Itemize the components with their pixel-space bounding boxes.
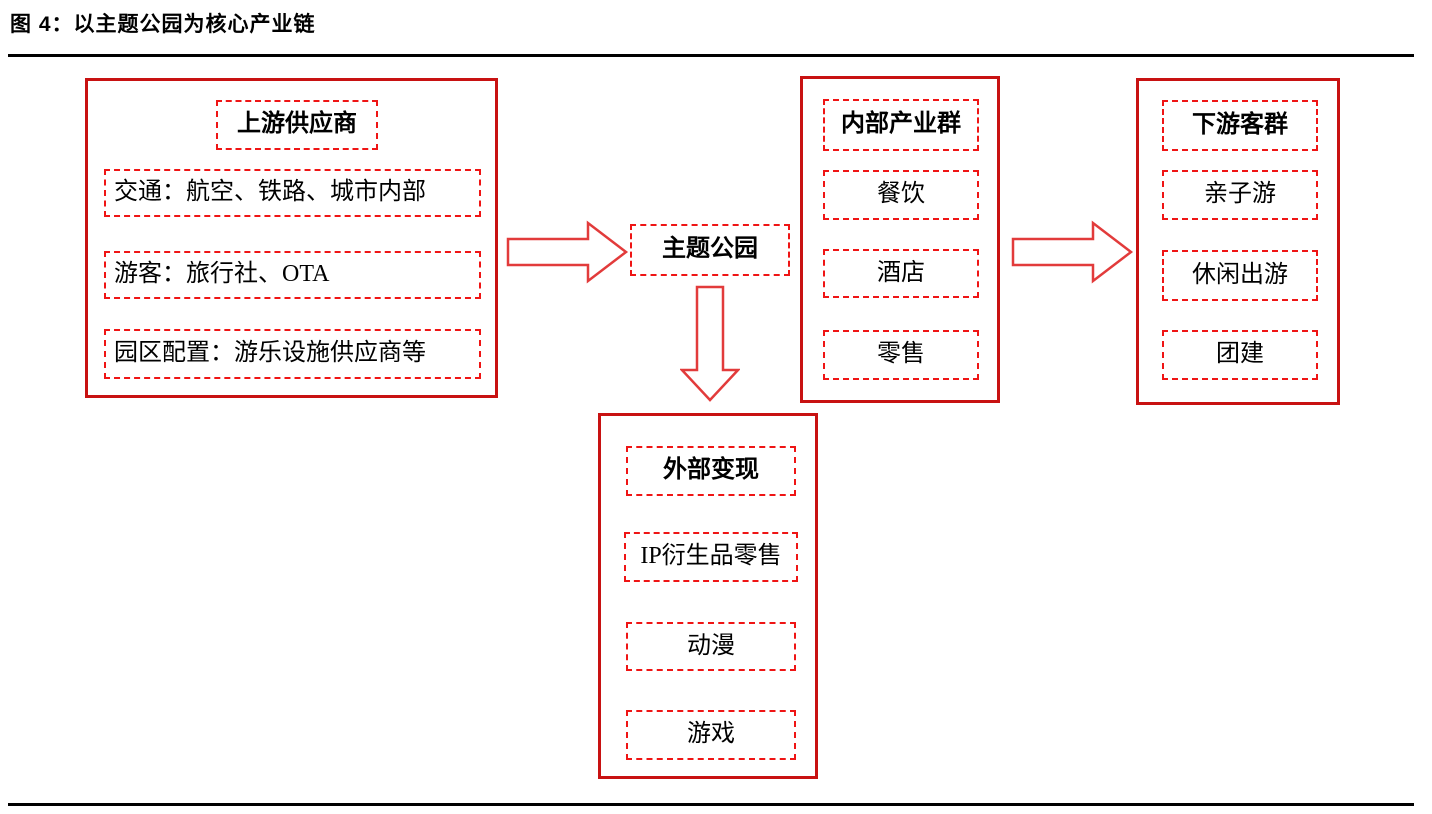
top-rule [8,54,1414,57]
internal-item-catering: 餐饮 [823,170,979,220]
external-header: 外部变现 [626,446,796,496]
upstream-suppliers-box: 上游供应商 交通：航空、铁路、城市内部 游客：旅行社、OTA 园区配置：游乐设施… [85,78,498,398]
arrow-right-icon [1011,220,1134,284]
internal-cluster-box: 内部产业群 餐饮 酒店 零售 [800,76,1000,403]
external-item-animation: 动漫 [626,622,796,671]
internal-item-retail: 零售 [823,330,979,380]
downstream-item-family: 亲子游 [1162,170,1318,220]
figure-title: 图 4：以主题公园为核心产业链 [10,13,316,36]
upstream-item-park-config: 园区配置：游乐设施供应商等 [104,329,481,379]
downstream-item-teambuilding: 团建 [1162,330,1318,380]
upstream-item-tourists: 游客：旅行社、OTA [104,251,481,299]
external-item-games: 游戏 [626,710,796,760]
external-monetization-box: 外部变现 IP衍生品零售 动漫 游戏 [598,413,818,779]
bottom-rule [8,803,1414,806]
downstream-customers-box: 下游客群 亲子游 休闲出游 团建 [1136,78,1340,405]
arrow-right-icon [506,220,629,284]
theme-park-node: 主题公园 [630,224,790,276]
internal-header: 内部产业群 [823,99,979,151]
arrow-down-icon [680,285,740,402]
downstream-header: 下游客群 [1162,100,1318,151]
downstream-item-leisure: 休闲出游 [1162,250,1318,301]
external-item-ip-retail: IP衍生品零售 [624,532,798,582]
upstream-item-transport: 交通：航空、铁路、城市内部 [104,169,481,217]
internal-item-hotel: 酒店 [823,249,979,298]
upstream-header: 上游供应商 [216,100,378,150]
